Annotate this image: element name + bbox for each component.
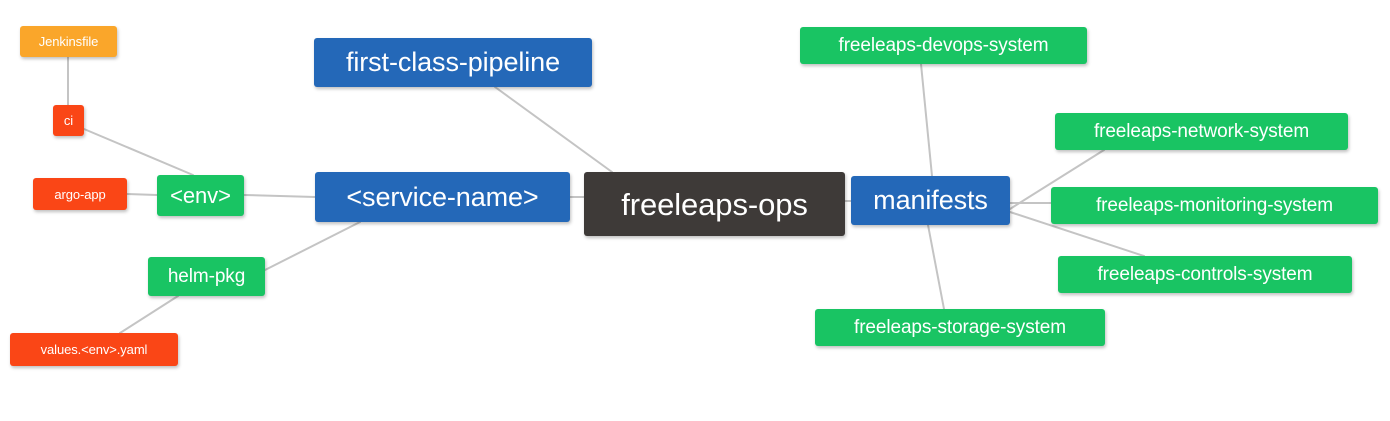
- mindmap-node-helm-pkg[interactable]: helm-pkg: [148, 257, 265, 296]
- mindmap-node-freeleaps-devops-system[interactable]: freeleaps-devops-system: [800, 27, 1087, 64]
- mindmap-node-jenkinsfile[interactable]: Jenkinsfile: [20, 26, 117, 57]
- edge-manifests-to-freeleaps-devops-system: [920, 63, 933, 177]
- mindmap-node-freeleaps-controls-system[interactable]: freeleaps-controls-system: [1058, 256, 1352, 293]
- mindmap-node-label: values.<env>.yaml: [40, 342, 148, 357]
- mindmap-node-label: <env>: [170, 182, 231, 208]
- mindmap-node-label: helm-pkg: [167, 266, 246, 287]
- edge-freeleaps-ops-to-first-class-pipeline: [494, 86, 613, 173]
- mindmap-node-label: freeleaps-network-system: [1093, 121, 1310, 142]
- edge-env-to-argo-app: [126, 193, 158, 196]
- mindmap-node-label: ci: [63, 113, 74, 128]
- edge-service-name-to-helm-pkg: [264, 221, 361, 271]
- mindmap-node-ci[interactable]: ci: [53, 105, 84, 136]
- edge-env-to-ci: [83, 128, 194, 176]
- mindmap-node-argo-app[interactable]: argo-app: [33, 178, 127, 210]
- mindmap-node-freeleaps-network-system[interactable]: freeleaps-network-system: [1055, 113, 1348, 150]
- mindmap-node-label: freeleaps-ops: [621, 186, 808, 222]
- edge-service-name-to-env: [243, 194, 316, 198]
- mindmap-node-freeleaps-monitoring-system[interactable]: freeleaps-monitoring-system: [1051, 187, 1378, 224]
- mindmap-node-label: Jenkinsfile: [38, 34, 99, 49]
- mindmap-node-label: argo-app: [54, 186, 106, 202]
- mindmap-node-values-yaml[interactable]: values.<env>.yaml: [10, 333, 178, 366]
- edge-helm-pkg-to-values-yaml: [119, 295, 179, 334]
- mindmap-node-env[interactable]: <env>: [157, 175, 244, 216]
- mindmap-node-label: freeleaps-devops-system: [838, 35, 1049, 56]
- mindmap-node-manifests[interactable]: manifests: [851, 176, 1010, 225]
- mindmap-node-label: freeleaps-monitoring-system: [1096, 195, 1333, 216]
- mindmap-node-label: <service-name>: [346, 181, 539, 212]
- mindmap-node-label: first-class-pipeline: [345, 47, 561, 77]
- edge-manifests-to-freeleaps-storage-system: [927, 224, 945, 310]
- mindmap-node-freeleaps-ops[interactable]: freeleaps-ops: [584, 172, 845, 236]
- mindmap-node-label: manifests: [873, 185, 988, 215]
- mindmap-node-label: freeleaps-controls-system: [1097, 264, 1313, 285]
- mindmap-node-label: freeleaps-storage-system: [854, 317, 1066, 338]
- mindmap-node-service-name[interactable]: <service-name>: [315, 172, 570, 222]
- mindmap-node-freeleaps-storage-system[interactable]: freeleaps-storage-system: [815, 309, 1105, 346]
- mindmap-node-first-class-pipeline[interactable]: first-class-pipeline: [314, 38, 592, 87]
